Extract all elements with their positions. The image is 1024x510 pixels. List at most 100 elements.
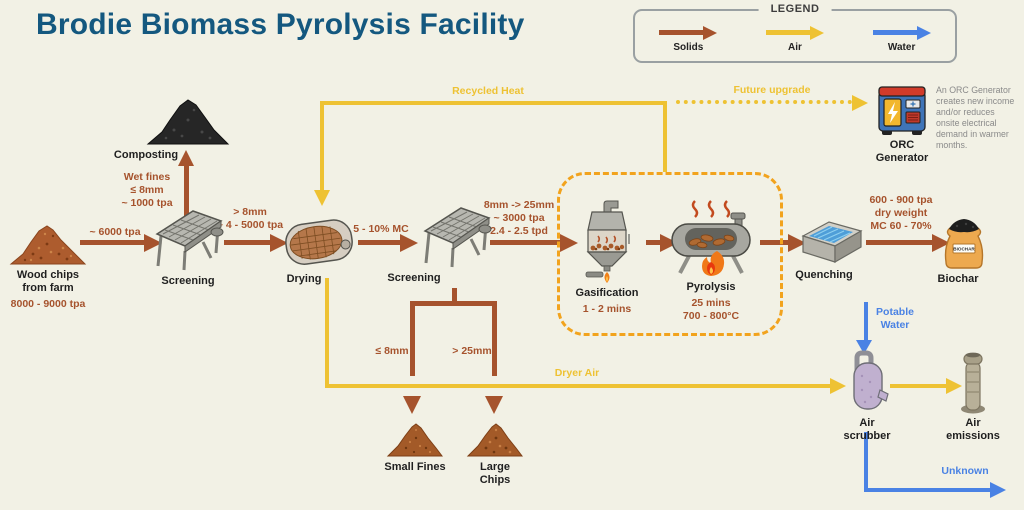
small-fines-label: Small Fines	[384, 461, 446, 473]
arrowhead-small-fines	[403, 396, 421, 414]
arrowhead-to-screening	[144, 234, 162, 252]
node-large-chips: Large Chips	[464, 420, 526, 487]
large-chips-label: Large Chips	[479, 461, 511, 486]
biochar-bag-icon: BIOCHAR	[944, 219, 984, 269]
water-flow-unknown-down	[864, 432, 868, 490]
drying-label: Drying	[286, 273, 322, 285]
flow-label-to-screening2: 5 - 10% MC	[353, 223, 409, 235]
arrowhead-future-upgrade	[852, 95, 868, 111]
air-flow-to-emissions	[890, 384, 946, 388]
air-flow-dryer-air-across	[325, 384, 830, 388]
pyrolysis-kiln-icon	[671, 200, 751, 276]
flow-label-to-biochar: 600 - 900 tpa dry weight MC 60 - 70%	[869, 194, 933, 233]
large-chips-pile-icon	[466, 423, 523, 457]
legend-title: LEGEND	[758, 3, 832, 15]
node-wood-chips: Wood chips from farm 8000 - 9000 tpa	[2, 222, 94, 311]
water-flow-unknown-across	[864, 488, 990, 492]
svg-text:BIOCHAR: BIOCHAR	[953, 247, 975, 252]
flow-label-to-screening: ~ 6000 tpa	[89, 226, 141, 238]
air-flow-dryer-air-down	[325, 278, 329, 386]
air-emissions-label: Air emissions	[946, 417, 1000, 442]
orc-generator-icon	[878, 86, 926, 135]
node-drying: Drying	[278, 210, 362, 286]
gasification-label: Gasification	[575, 287, 639, 299]
gasification-note: 1 - 2 mins	[582, 302, 632, 315]
arrowhead-to-quenching	[788, 234, 806, 252]
air-flow-recycled-heat-left	[320, 101, 324, 190]
small-fines-pile-icon	[386, 423, 443, 457]
solids-flow-split-bar	[410, 301, 497, 306]
legend-item-solids: Solids	[659, 25, 718, 53]
solids-flow-wet-fines	[184, 166, 189, 216]
node-biochar: BIOCHAR Biochar	[926, 218, 990, 286]
rotary-dryer-icon	[285, 219, 353, 265]
solids-flow-to-gasification	[490, 240, 560, 245]
screening-machine-icon	[423, 207, 492, 268]
pyrolysis-note: 25 mins 700 - 800°C	[682, 296, 740, 322]
gasification-pyrolysis-group-box	[557, 172, 783, 336]
flow-label-potable-water: Potable Water	[876, 306, 914, 332]
orc-generator-label: ORC Generator	[875, 139, 929, 164]
legend-item-water: Water	[872, 25, 931, 53]
screening-machine-icon	[155, 210, 224, 271]
biochar-label: Biochar	[937, 273, 979, 285]
solids-flow-to-screening	[80, 240, 144, 245]
node-screening-1: Screening	[148, 206, 228, 288]
quenching-label: Quenching	[795, 269, 853, 281]
node-screening-2: Screening	[387, 203, 496, 285]
solids-flow-to-quenching	[760, 240, 788, 245]
wood-chips-note: 8000 - 9000 tpa	[10, 297, 86, 310]
legend-label-solids: Solids	[673, 41, 704, 53]
gasifier-icon	[585, 200, 630, 283]
air-scrubber-label: Air scrubber	[843, 417, 891, 442]
air-arrow-icon	[765, 25, 824, 40]
node-orc-generator: ORC Generator	[874, 82, 930, 165]
node-composting: Composting	[114, 96, 236, 162]
arrowhead-to-gasification	[560, 234, 578, 252]
wood-chips-label: Wood chips from farm	[16, 269, 80, 294]
compost-pile-icon	[146, 99, 230, 145]
solids-flow-to-screening2	[358, 240, 400, 245]
air-scrubber-icon	[853, 350, 889, 410]
screening-2-label: Screening	[387, 272, 441, 284]
arrowhead-recycled-heat	[314, 190, 330, 206]
node-gasification: Gasification 1 - 2 mins	[572, 200, 642, 316]
node-small-fines: Small Fines	[384, 420, 446, 474]
arrowhead-wet-fines	[178, 150, 194, 166]
solids-flow-chips-branch	[492, 301, 497, 376]
arrowhead-unknown	[990, 482, 1006, 498]
page-title: Brodie Biomass Pyrolysis Facility	[36, 8, 525, 41]
composting-label: Composting	[113, 149, 179, 161]
node-air-emissions: Air emissions	[938, 350, 1008, 443]
node-quenching: Quenching	[795, 216, 868, 282]
arrowhead-dryer-air	[830, 378, 846, 394]
air-flow-recycled-heat-right	[663, 101, 667, 172]
screening-1-label: Screening	[161, 275, 215, 287]
air-flow-recycled-heat-top	[320, 101, 667, 105]
node-air-scrubber: Air scrubber	[838, 350, 896, 443]
solids-arrow-icon	[659, 25, 718, 40]
emissions-stack-icon	[961, 352, 985, 414]
arrowhead-to-emissions	[946, 378, 962, 394]
flow-label-recycled-heat: Recycled Heat	[452, 85, 524, 97]
flow-label-unknown: Unknown	[941, 465, 989, 477]
pyrolysis-label: Pyrolysis	[686, 281, 736, 293]
flow-label-dryer-air: Dryer Air	[554, 367, 600, 379]
solids-flow-to-pyrolysis	[646, 240, 660, 245]
legend-box: LEGEND Solids Air Water	[633, 3, 957, 63]
node-pyrolysis: Pyrolysis 25 mins 700 - 800°C	[666, 200, 756, 322]
flow-label-to-gasification: 8mm -> 25mm ~ 3000 tpa 2.4 - 2.5 tpd	[483, 199, 555, 238]
arrowhead-large-chips	[485, 396, 503, 414]
orc-generator-note: An ORC Generator creates new income and/…	[936, 85, 1015, 150]
solids-flow-split-stem	[452, 288, 457, 304]
legend-label-air: Air	[788, 41, 802, 53]
water-flow-potable	[864, 302, 868, 340]
solids-flow-fines-branch	[410, 301, 415, 376]
flow-label-wet-fines: Wet fines ≤ 8mm ~ 1000 tpa	[121, 171, 173, 210]
arrowhead-to-drying	[270, 234, 288, 252]
flow-label-chips-branch: > 25mm	[452, 345, 492, 357]
water-arrow-icon	[872, 25, 931, 40]
legend-label-water: Water	[887, 41, 916, 53]
legend-item-air: Air	[765, 25, 824, 53]
solids-flow-to-drying	[224, 240, 270, 245]
